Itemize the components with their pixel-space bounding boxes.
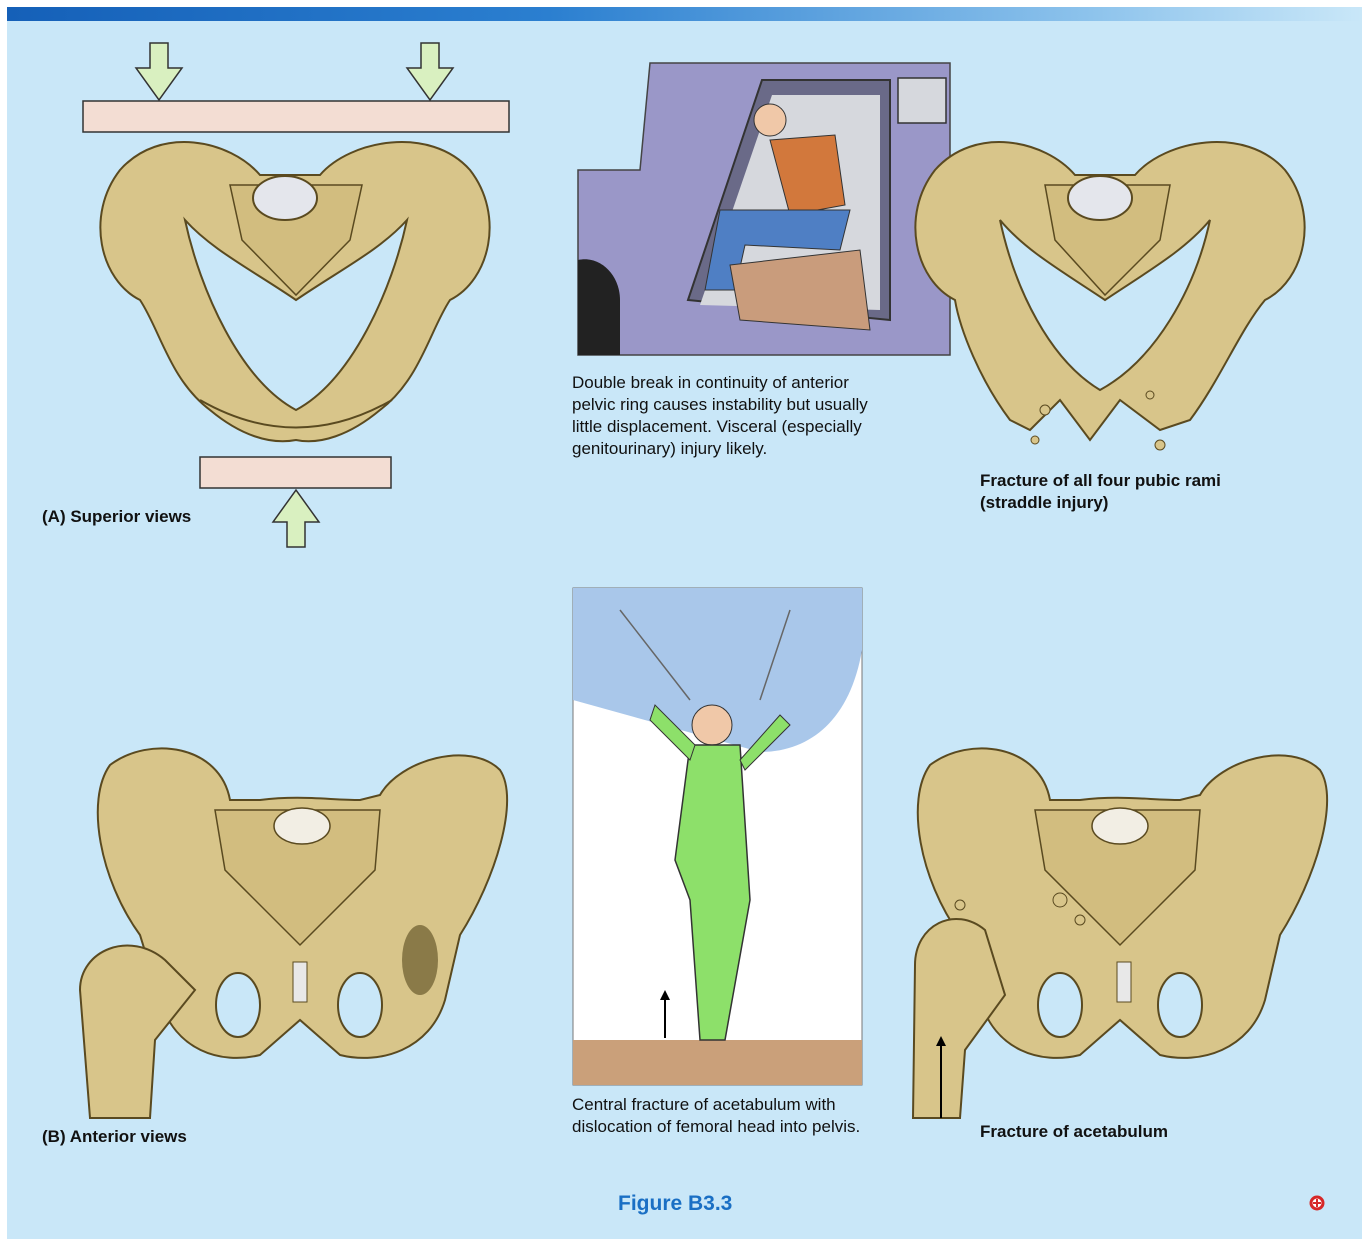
pelvis-superior-intact [100, 142, 489, 441]
panel-a-label: (A) Superior views [42, 506, 191, 528]
panel-a-right-caption: Fracture of all four pubic rami (straddl… [980, 470, 1280, 514]
down-arrow-right [407, 43, 453, 100]
pelvis-anterior-fractured [913, 748, 1327, 1118]
down-arrow-left [136, 43, 182, 100]
up-arrow [273, 490, 319, 547]
truck-driver-illustration [578, 63, 950, 355]
red-plus-circle-icon [1311, 1197, 1323, 1209]
pelvis-anterior-intact [80, 748, 507, 1118]
panel-b-middle-caption: Central fracture of acetabulum with disl… [572, 1094, 872, 1138]
figure-title: Figure B3.3 [618, 1192, 732, 1216]
lower-plate [200, 457, 391, 488]
panel-a-middle-caption: Double break in continuity of anterior p… [572, 372, 892, 460]
panel-b-label: (B) Anterior views [42, 1126, 187, 1148]
panel-b-right-caption: Fracture of acetabulum [980, 1121, 1168, 1143]
pelvis-superior-fractured [915, 142, 1304, 450]
upper-plate [83, 101, 509, 132]
parachutist-illustration [573, 588, 862, 1085]
